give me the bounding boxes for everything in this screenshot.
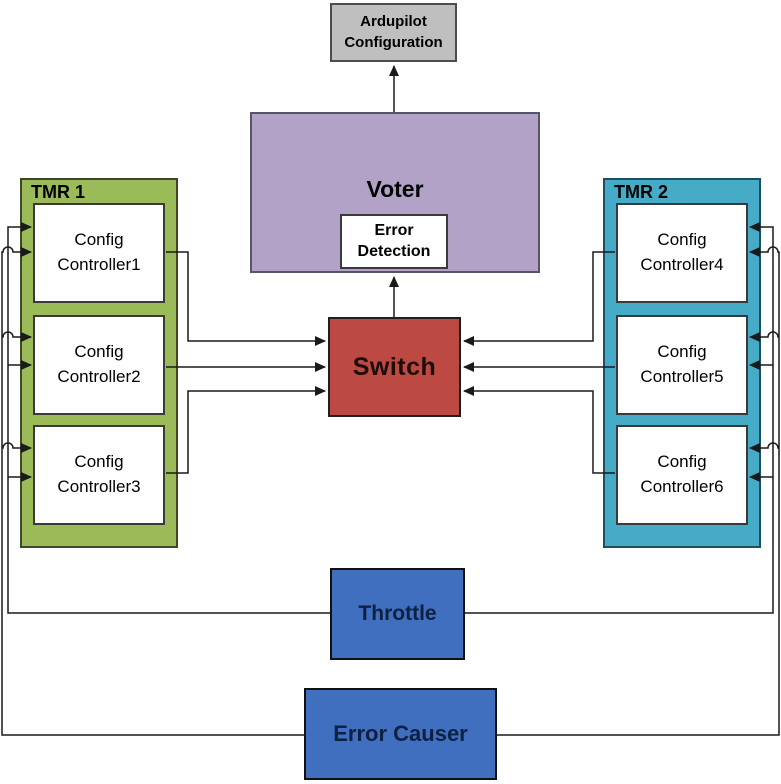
tmr2-group: TMR 2 Config Controller4 Config Controll… (603, 178, 761, 548)
ardupilot-configuration-label: Ardupilot Configuration (344, 13, 443, 51)
controller-1-label: Config Controller1 (57, 230, 141, 274)
controller-2-label: Config Controller2 (57, 342, 141, 386)
throttle-label: Throttle (358, 602, 437, 625)
controller-5-label: Config Controller5 (640, 342, 724, 386)
voter-label: Voter (366, 176, 424, 202)
tmr1-group: TMR 1 Config Controller1 Config Controll… (20, 178, 178, 548)
controller-4-box: Config Controller4 (616, 203, 748, 303)
tmr2-label: TMR 2 (614, 182, 668, 202)
controller-3-box: Config Controller3 (33, 425, 165, 525)
tmr1-label: TMR 1 (31, 182, 85, 202)
error-detection-box: Error Detection (340, 214, 448, 269)
throttle-box: Throttle (330, 568, 465, 660)
error-causer-box: Error Causer (304, 688, 497, 780)
switch-box: Switch (328, 317, 461, 417)
controller-1-box: Config Controller1 (33, 203, 165, 303)
controller-5-box: Config Controller5 (616, 315, 748, 415)
wire-controller6-to-switch (463, 386, 615, 474)
wire-controller3-to-switch (166, 386, 326, 474)
error-causer-label: Error Causer (333, 721, 468, 746)
error-detection-label: Error Detection (357, 221, 431, 260)
controller-6-box: Config Controller6 (616, 425, 748, 525)
controller-4-label: Config Controller4 (640, 230, 724, 274)
controller-2-box: Config Controller2 (33, 315, 165, 415)
controller-6-label: Config Controller6 (640, 452, 724, 496)
switch-label: Switch (352, 352, 437, 381)
controller-3-label: Config Controller3 (57, 452, 141, 496)
ardupilot-configuration-box: Ardupilot Configuration (330, 3, 457, 62)
